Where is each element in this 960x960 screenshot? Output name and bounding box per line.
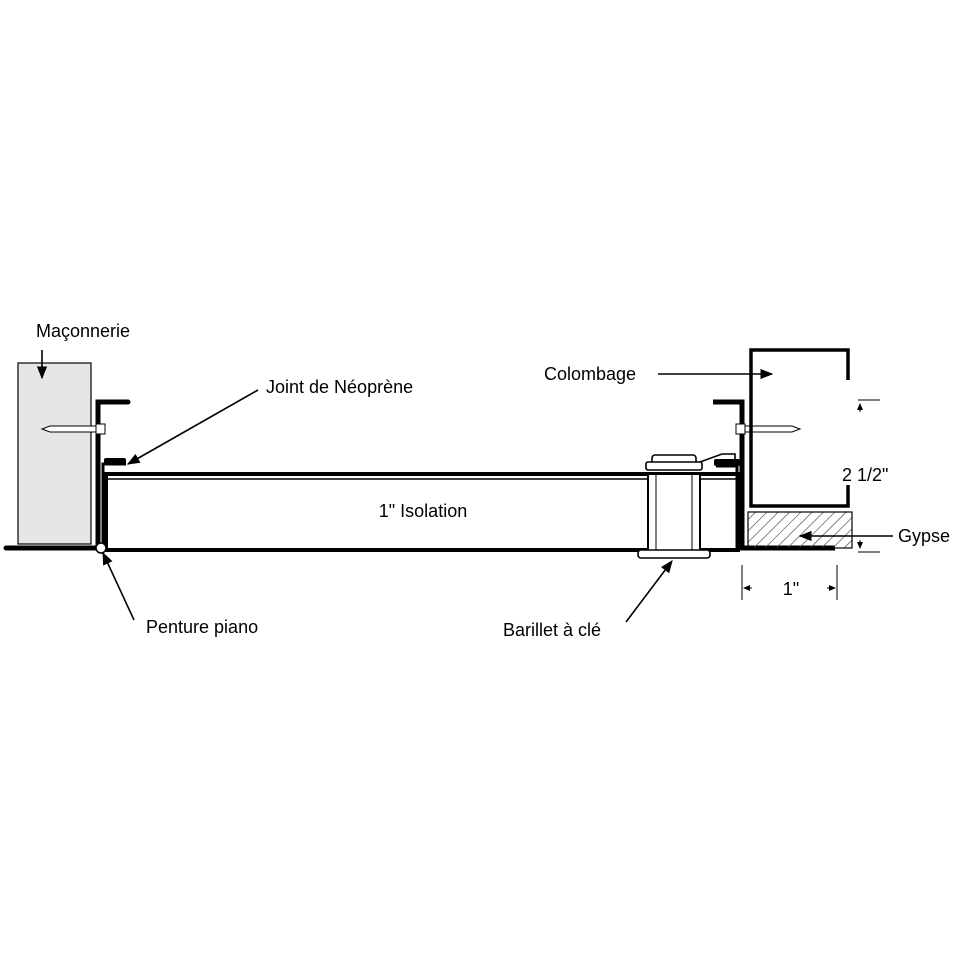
label-penture: Penture piano (146, 617, 258, 637)
right-frame-stop (714, 459, 740, 466)
label-gypse: Gypse (898, 526, 950, 546)
dimension-width (741, 565, 838, 600)
label-maconnerie: Maçonnerie (36, 321, 130, 341)
leader-barillet (625, 559, 673, 623)
leader-joint (126, 389, 259, 465)
label-isolation: 1" Isolation (379, 501, 467, 521)
gypsum-board (747, 511, 853, 549)
key-cylinder-lock (637, 453, 736, 559)
left-frame (3, 399, 131, 551)
piano-hinge (95, 542, 107, 554)
label-joint: Joint de Néoprène (266, 377, 413, 397)
label-barillet: Barillet à clé (503, 620, 601, 640)
dimension-height (857, 399, 880, 553)
label-dim-width: 1" (783, 579, 799, 599)
right-anchor-screw (735, 423, 802, 435)
steel-stud (749, 348, 850, 508)
leader-penture (102, 551, 135, 621)
neoprene-joint (104, 458, 126, 465)
masonry-block (17, 362, 92, 545)
label-colombage: Colombage (544, 364, 636, 384)
label-dim-height: 2 1/2" (842, 465, 888, 485)
left-anchor-screw (40, 423, 106, 435)
